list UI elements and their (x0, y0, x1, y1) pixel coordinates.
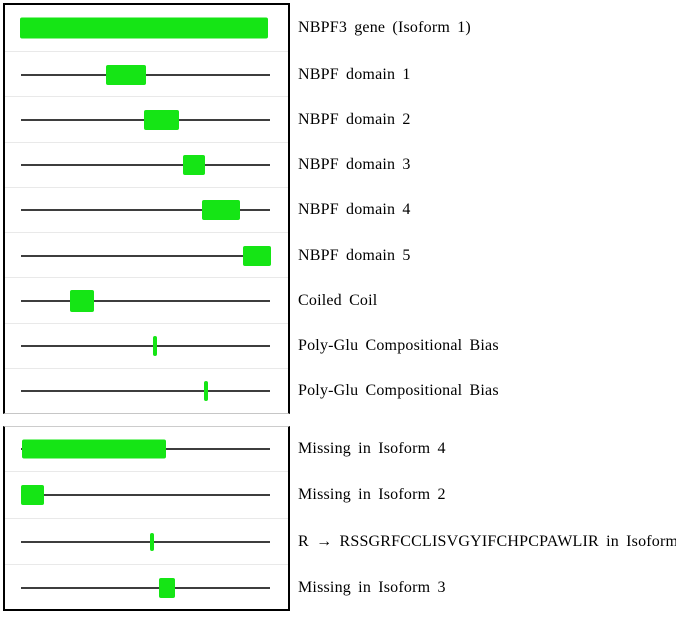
feature-tick (204, 381, 208, 402)
feature-label: Poly-Glu Compositional Bias (298, 382, 499, 400)
feature-box (243, 245, 271, 266)
sequence-track-line (21, 299, 270, 302)
feature-label: Poly-Glu Compositional Bias (298, 337, 499, 355)
feature-label: NBPF domain 5 (298, 246, 411, 264)
feature-row: Missing in Isoform 2 (0, 472, 676, 519)
feature-row: Poly-Glu Compositional Bias (0, 324, 676, 370)
feature-box (144, 109, 179, 130)
feature-box (106, 64, 146, 85)
feature-row: NBPF domain 3 (0, 143, 676, 189)
features-group: NBPF3 gene (Isoform 1) NBPF domain 1 NBPF … (0, 3, 676, 414)
feature-row: NBPF domain 5 (0, 233, 676, 279)
feature-label: NBPF domain 3 (298, 156, 411, 174)
feature-row: R → RSSGRFCCLISVGYIFCHPCPAWLIR in Isofor… (0, 519, 676, 566)
feature-label: NBPF3 gene (Isoform 1) (298, 18, 471, 36)
feature-label: R → RSSGRFCCLISVGYIFCHPCPAWLIR in Isofor… (298, 532, 676, 550)
feature-tick (153, 336, 157, 357)
feature-label: NBPF domain 1 (298, 65, 411, 83)
feature-row: Poly-Glu Compositional Bias (0, 369, 676, 414)
sequence-track-line (21, 586, 270, 589)
feature-box (70, 289, 94, 312)
feature-row: NBPF domain 2 (0, 97, 676, 143)
sequence-track-line (21, 494, 270, 497)
feature-bar (22, 439, 166, 459)
feature-box (21, 485, 44, 506)
feature-label: Missing in Isoform 4 (298, 440, 446, 458)
feature-box (202, 200, 240, 221)
feature-box (183, 155, 205, 176)
sequence-track-line (21, 390, 270, 393)
sequence-track-line (21, 540, 270, 543)
feature-label: Missing in Isoform 3 (298, 578, 446, 596)
feature-label: Missing in Isoform 2 (298, 486, 446, 504)
feature-row: Missing in Isoform 4 (0, 426, 676, 473)
feature-bar (20, 17, 268, 38)
sequence-track-line (21, 209, 270, 212)
feature-label: NBPF domain 2 (298, 110, 411, 128)
feature-row: Coiled Coil (0, 278, 676, 324)
isoforms-group: Missing in Isoform 4 Missing in Isoform 2… (0, 426, 676, 611)
feature-row: NBPF3 gene (Isoform 1) (0, 3, 676, 52)
sequence-track-line (21, 254, 270, 257)
feature-row: Missing in Isoform 3 (0, 565, 676, 611)
feature-box (159, 577, 175, 598)
feature-row: NBPF domain 1 (0, 52, 676, 98)
feature-label: NBPF domain 4 (298, 201, 411, 219)
sequence-track-line (21, 164, 270, 167)
feature-row: NBPF domain 4 (0, 188, 676, 234)
feature-label: Coiled Coil (298, 291, 378, 309)
sequence-track-line (21, 345, 270, 348)
feature-tick (150, 532, 154, 551)
